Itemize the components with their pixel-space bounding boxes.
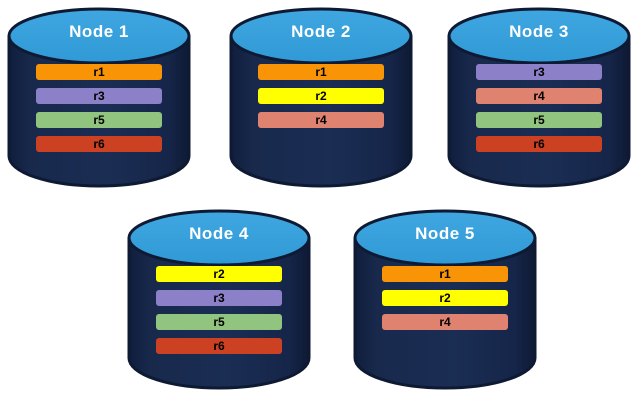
- replica-bar-r3[interactable]: r3: [476, 64, 602, 80]
- replica-bar-r2[interactable]: r2: [156, 266, 282, 282]
- replica-bar-r4[interactable]: r4: [258, 112, 384, 128]
- replica-bar-r5[interactable]: r5: [36, 112, 162, 128]
- replica-bar-r5[interactable]: r5: [476, 112, 602, 128]
- replica-bar-r2[interactable]: r2: [258, 88, 384, 104]
- replica-bar-r1[interactable]: r1: [382, 266, 508, 282]
- replica-bar-r1[interactable]: r1: [258, 64, 384, 80]
- replica-list: r2 r3 r5 r6: [156, 266, 282, 354]
- replica-bar-r4[interactable]: r4: [476, 88, 602, 104]
- replica-list: r1 r3 r5 r6: [36, 64, 162, 152]
- replica-bar-r5[interactable]: r5: [156, 314, 282, 330]
- replica-bar-r4[interactable]: r4: [382, 314, 508, 330]
- replica-list: r1 r2 r4: [258, 64, 384, 128]
- replica-bar-r3[interactable]: r3: [36, 88, 162, 104]
- replica-bar-r1[interactable]: r1: [36, 64, 162, 80]
- replica-list: r1 r2 r4: [382, 266, 508, 330]
- replica-bar-r2[interactable]: r2: [382, 290, 508, 306]
- replica-bar-r3[interactable]: r3: [156, 290, 282, 306]
- replica-bar-r6[interactable]: r6: [476, 136, 602, 152]
- replica-list: r3 r4 r5 r6: [476, 64, 602, 152]
- replica-bar-r6[interactable]: r6: [156, 338, 282, 354]
- replica-bar-r6[interactable]: r6: [36, 136, 162, 152]
